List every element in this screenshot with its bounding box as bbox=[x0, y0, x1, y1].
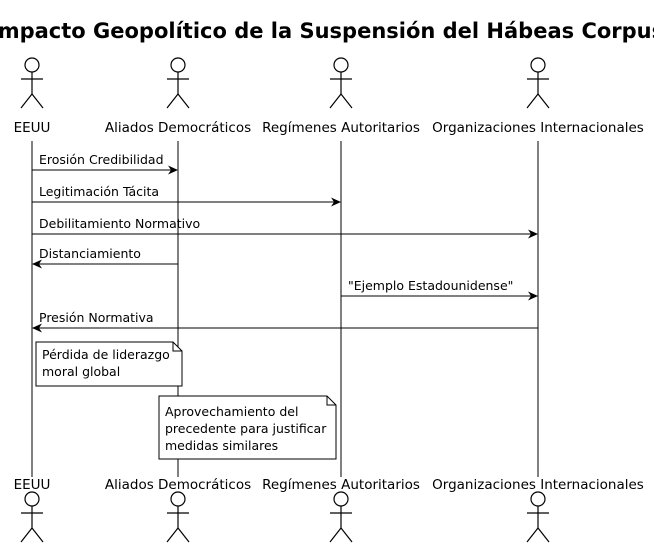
message-2: Legitimación Tácita bbox=[32, 184, 341, 207]
actor-label-top-organizaciones: Organizaciones Internacionales bbox=[432, 120, 644, 136]
arrow-head bbox=[528, 229, 538, 239]
actor-label-top-eeuu: EEUU bbox=[14, 120, 51, 136]
message-label: "Ejemplo Estadounidense" bbox=[348, 278, 513, 293]
arrow-head bbox=[32, 259, 42, 269]
arrow-head bbox=[528, 291, 538, 301]
actor-label-top-regimenes: Regímenes Autoritarios bbox=[262, 120, 420, 136]
note-text-line: Pérdida de liderazgo bbox=[42, 347, 170, 362]
actor-aliados-icon bbox=[166, 57, 190, 109]
actor-label-bottom-regimenes: Regímenes Autoritarios bbox=[262, 477, 420, 493]
message-label: Debilitamiento Normativo bbox=[39, 216, 200, 231]
note-text-line: moral global bbox=[42, 364, 120, 379]
actor-organizaciones-icon bbox=[526, 57, 550, 109]
message-label: Legitimación Tácita bbox=[39, 184, 159, 199]
note-text-line: medidas similares bbox=[165, 438, 278, 453]
actor-organizaciones-bottom-icon bbox=[526, 491, 550, 543]
actor-eeuu-bottom-icon bbox=[20, 491, 44, 543]
note-text-line: precedente para justificar bbox=[165, 421, 327, 436]
arrow-head bbox=[32, 323, 42, 333]
actor-eeuu-icon bbox=[20, 57, 44, 109]
note-aliados: Aprovechamiento del precedente para justi… bbox=[158, 395, 337, 460]
message-4: Distanciamiento bbox=[32, 246, 178, 269]
actor-label-bottom-eeuu: EEUU bbox=[14, 477, 51, 493]
actor-aliados-bottom-icon bbox=[166, 491, 190, 543]
note-text-line: Aprovechamiento del bbox=[165, 404, 298, 419]
message-label: Erosión Credibilidad bbox=[39, 152, 164, 167]
message-5: "Ejemplo Estadounidense" bbox=[341, 278, 538, 301]
message-label: Distanciamiento bbox=[39, 246, 141, 261]
actor-regimenes-bottom-icon bbox=[329, 491, 353, 543]
arrow-head bbox=[331, 197, 341, 207]
actor-label-bottom-organizaciones: Organizaciones Internacionales bbox=[432, 477, 644, 493]
message-6: Presión Normativa bbox=[32, 310, 538, 333]
arrow-head bbox=[168, 165, 178, 175]
diagram-title: Impacto Geopolítico de la Suspensión del… bbox=[0, 19, 654, 43]
message-3: Debilitamiento Normativo bbox=[32, 216, 538, 239]
message-label: Presión Normativa bbox=[39, 310, 154, 325]
actor-label-bottom-aliados: Aliados Democráticos bbox=[105, 477, 251, 493]
actor-label-top-aliados: Aliados Democráticos bbox=[105, 120, 251, 136]
actor-regimenes-icon bbox=[329, 57, 353, 109]
note-eeuu: Pérdida de liderazgo moral global bbox=[35, 341, 183, 387]
message-1: Erosión Credibilidad bbox=[32, 152, 178, 175]
